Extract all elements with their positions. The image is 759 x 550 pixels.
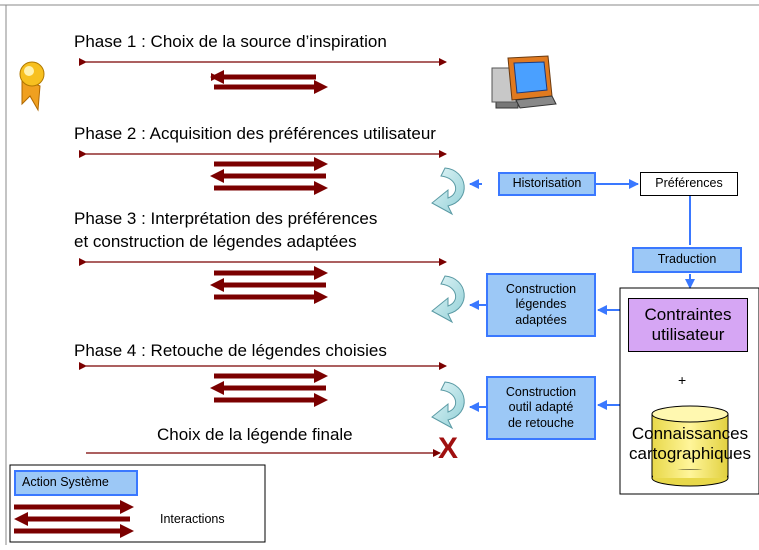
plus-sign: + [678, 372, 687, 388]
phase-3-title-line1: Phase 3 : Interprétation des préférences [74, 209, 378, 228]
connaissances-line1: Connaissances [631, 424, 749, 443]
cycle-arrow-icon [431, 275, 465, 324]
connaissances-line2: cartographiques [629, 444, 751, 464]
historisation-box: Historisation [498, 172, 596, 196]
final-choice-mark: X [438, 432, 459, 465]
construction-outil-line3: de retouche [507, 415, 575, 430]
legend-action-systeme: Action Système [14, 470, 138, 496]
construction-outil-line2: outil adapté [508, 400, 574, 415]
legend-interaction-arrows [14, 500, 134, 538]
phase3-interaction-arrows [79, 258, 447, 304]
legend-interactions-label: Interactions [160, 512, 225, 526]
construction-legendes-box: Construction légendes adaptées [486, 273, 596, 337]
connaissances-label: Connaissances cartographiques [621, 424, 759, 465]
construction-legendes-line3: adaptées [515, 312, 567, 327]
traduction-box: Traduction [632, 247, 742, 273]
database-icon [651, 405, 729, 487]
phase-2-title: Phase 2 : Acquisition des préférences ut… [74, 124, 436, 143]
construction-legendes-line2: légendes [515, 297, 567, 312]
phase-1-title: Phase 1 : Choix de la source d’inspirati… [74, 32, 387, 51]
phase2-interaction-arrows [79, 150, 447, 195]
phase-3-title-line2: et construction de légendes adaptées [74, 232, 357, 251]
construction-legendes-line1: Construction [505, 281, 577, 296]
computer-icon [491, 55, 557, 109]
knowledge-frame [619, 287, 759, 495]
flow-connectors [469, 179, 695, 412]
contraintes-line2: utilisateur [651, 325, 725, 344]
construction-outil-line1: Construction [505, 384, 577, 399]
contraintes-utilisateur-box: Contraintes utilisateur [628, 298, 748, 352]
contraintes-line1: Contraintes [644, 304, 732, 324]
construction-outil-box: Construction outil adapté de retouche [486, 376, 596, 440]
preferences-box: Préférences [640, 172, 738, 196]
user-icon [19, 61, 45, 112]
phase4-interaction-arrows [79, 362, 447, 407]
phase-4-title: Phase 4 : Retouche de légendes choisies [74, 341, 387, 360]
cycle-arrow-icon [431, 167, 465, 216]
cycle-arrow-icon [431, 381, 465, 430]
phase1-interaction-arrows [79, 58, 447, 94]
final-choice-label: Choix de la légende finale [157, 425, 353, 444]
